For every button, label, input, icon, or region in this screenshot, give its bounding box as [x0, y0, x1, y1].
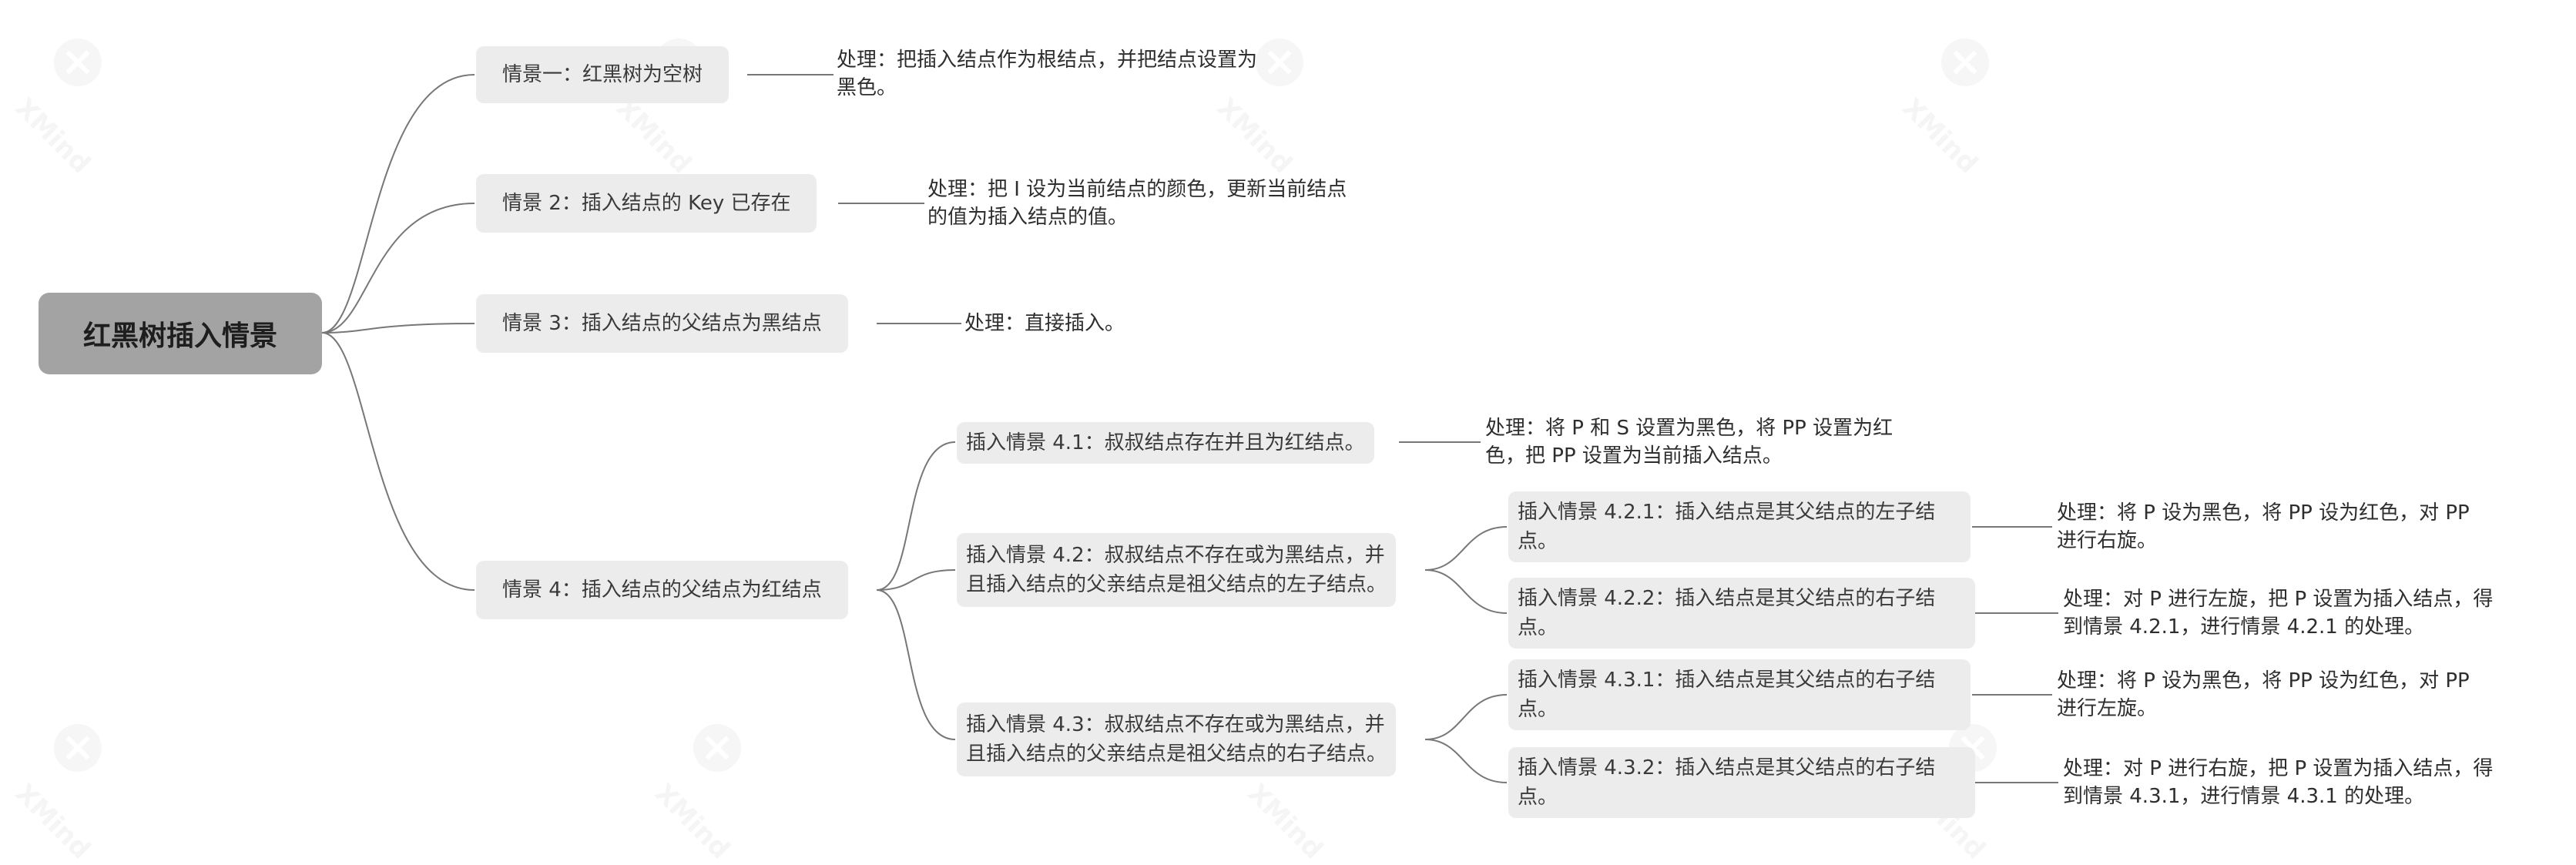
watermark: XMind — [1211, 39, 1325, 179]
handling-scenario-4-3-1[interactable]: 处理：将 P 设为黑色，将 PP 设为红色，对 PP 进行左旋。 — [2057, 669, 2470, 720]
topic-scenario-4-1-label: 插入情景 4.1：叔叔结点存在并且为红结点。 — [966, 431, 1365, 454]
topic-scenario-3-label: 情景 3：插入结点的父结点为黑结点 — [502, 312, 822, 335]
topic-scenario-2-label: 情景 2：插入结点的 Key 已存在 — [502, 192, 791, 215]
topic-scenario-4-3-label: 插入情景 4.3：叔叔结点不存在或为黑结点，并 且插入结点的父亲结点是祖父结点的… — [966, 713, 1387, 766]
connector-scenario4-sub3 — [876, 589, 956, 740]
connector-root-scenario1 — [321, 74, 475, 334]
connector-scenario4-sub1 — [876, 441, 956, 591]
connector-scenario4-sub2 — [876, 569, 956, 591]
handling-scenario-3[interactable]: 处理：直接插入。 — [964, 312, 1125, 335]
watermark: XMind — [649, 724, 763, 865]
topic-scenario-2[interactable]: 情景 2：插入结点的 Key 已存在 — [476, 174, 817, 233]
topic-scenario-4-2-label: 插入情景 4.2：叔叔结点不存在或为黑结点，并 且插入结点的父亲结点是祖父结点的… — [966, 544, 1387, 596]
watermark: XMind — [9, 39, 123, 179]
topic-scenario-4[interactable]: 情景 4：插入结点的父结点为红结点 — [476, 561, 848, 619]
connector-sub2-case2 — [1424, 569, 1508, 614]
topic-scenario-1-label: 情景一：红黑树为空树 — [502, 63, 703, 86]
connector-root-scenario2 — [321, 203, 475, 334]
topic-scenario-4-3-2-label: 插入情景 4.3.2：插入结点是其父结点的右子结 点。 — [1518, 756, 1936, 809]
connector-sub3-case1 — [1424, 694, 1508, 740]
topic-scenario-4-3-1[interactable]: 插入情景 4.3.1：插入结点是其父结点的右子结 点。 — [1508, 659, 1971, 730]
connector-sub3-case2 — [1424, 739, 1508, 783]
topic-scenario-1[interactable]: 情景一：红黑树为空树 — [476, 46, 730, 103]
topic-scenario-4-3-1-label: 插入情景 4.3.1：插入结点是其父结点的右子结 点。 — [1518, 669, 1936, 721]
watermark: XMind — [1897, 39, 2011, 179]
handling-scenario-4-2-1[interactable]: 处理：将 P 设为黑色，将 PP 设为红色，对 PP 进行右旋。 — [2057, 501, 2470, 552]
topic-scenario-4-2-1-label: 插入情景 4.2.1：插入结点是其父结点的左子结 点。 — [1518, 501, 1936, 553]
root-topic-label: 红黑树插入情景 — [82, 320, 277, 352]
xmind-logo-icon — [54, 724, 102, 772]
handling-scenario-4-1[interactable]: 处理：将 P 和 S 设置为黑色，将 PP 设置为红 色，把 PP 设置为当前插… — [1485, 417, 1893, 468]
xmind-logo-icon — [693, 724, 741, 772]
topic-scenario-4-2-1[interactable]: 插入情景 4.2.1：插入结点是其父结点的左子结 点。 — [1508, 491, 1971, 562]
topic-scenario-4-label: 情景 4：插入结点的父结点为红结点 — [502, 578, 822, 602]
topic-scenario-4-2-2-label: 插入情景 4.2.2：插入结点是其父结点的右子结 点。 — [1518, 587, 1936, 639]
handling-scenario-1[interactable]: 处理：把插入结点作为根结点，并把结点设置为 黑色。 — [837, 49, 1258, 99]
topic-scenario-4-2[interactable]: 插入情景 4.2：叔叔结点不存在或为黑结点，并 且插入结点的父亲结点是祖父结点的… — [957, 533, 1397, 607]
xmind-logo-icon — [54, 39, 102, 86]
connector-root-scenario3 — [321, 323, 475, 334]
topic-scenario-3[interactable]: 情景 3：插入结点的父结点为黑结点 — [476, 294, 848, 353]
topic-scenario-4-1[interactable]: 插入情景 4.1：叔叔结点存在并且为红结点。 — [957, 422, 1374, 464]
handling-scenario-4-3-2[interactable]: 处理：对 P 进行右旋，把 P 设置为插入结点，得 到情景 4.3.1，进行情景… — [2063, 757, 2494, 808]
xmind-logo-icon — [1256, 39, 1303, 86]
root-topic[interactable]: 红黑树插入情景 — [39, 293, 322, 374]
topic-scenario-4-3[interactable]: 插入情景 4.3：叔叔结点不存在或为黑结点，并 且插入结点的父亲结点是祖父结点的… — [957, 702, 1397, 776]
watermark: XMind — [9, 724, 123, 865]
topic-scenario-4-3-2[interactable]: 插入情景 4.3.2：插入结点是其父结点的右子结 点。 — [1508, 747, 1975, 818]
xmind-logo-icon — [1941, 39, 1989, 86]
connector-sub2-case1 — [1424, 526, 1508, 571]
handling-scenario-4-2-2[interactable]: 处理：对 P 进行左旋，把 P 设置为插入结点，得 到情景 4.2.1，进行情景… — [2063, 588, 2494, 639]
handling-scenario-2[interactable]: 处理：把 I 设为当前结点的颜色，更新当前结点 的值为插入结点的值。 — [927, 178, 1347, 229]
connector-root-scenario4 — [321, 332, 475, 591]
topic-scenario-4-2-2[interactable]: 插入情景 4.2.2：插入结点是其父结点的右子结 点。 — [1508, 578, 1975, 649]
